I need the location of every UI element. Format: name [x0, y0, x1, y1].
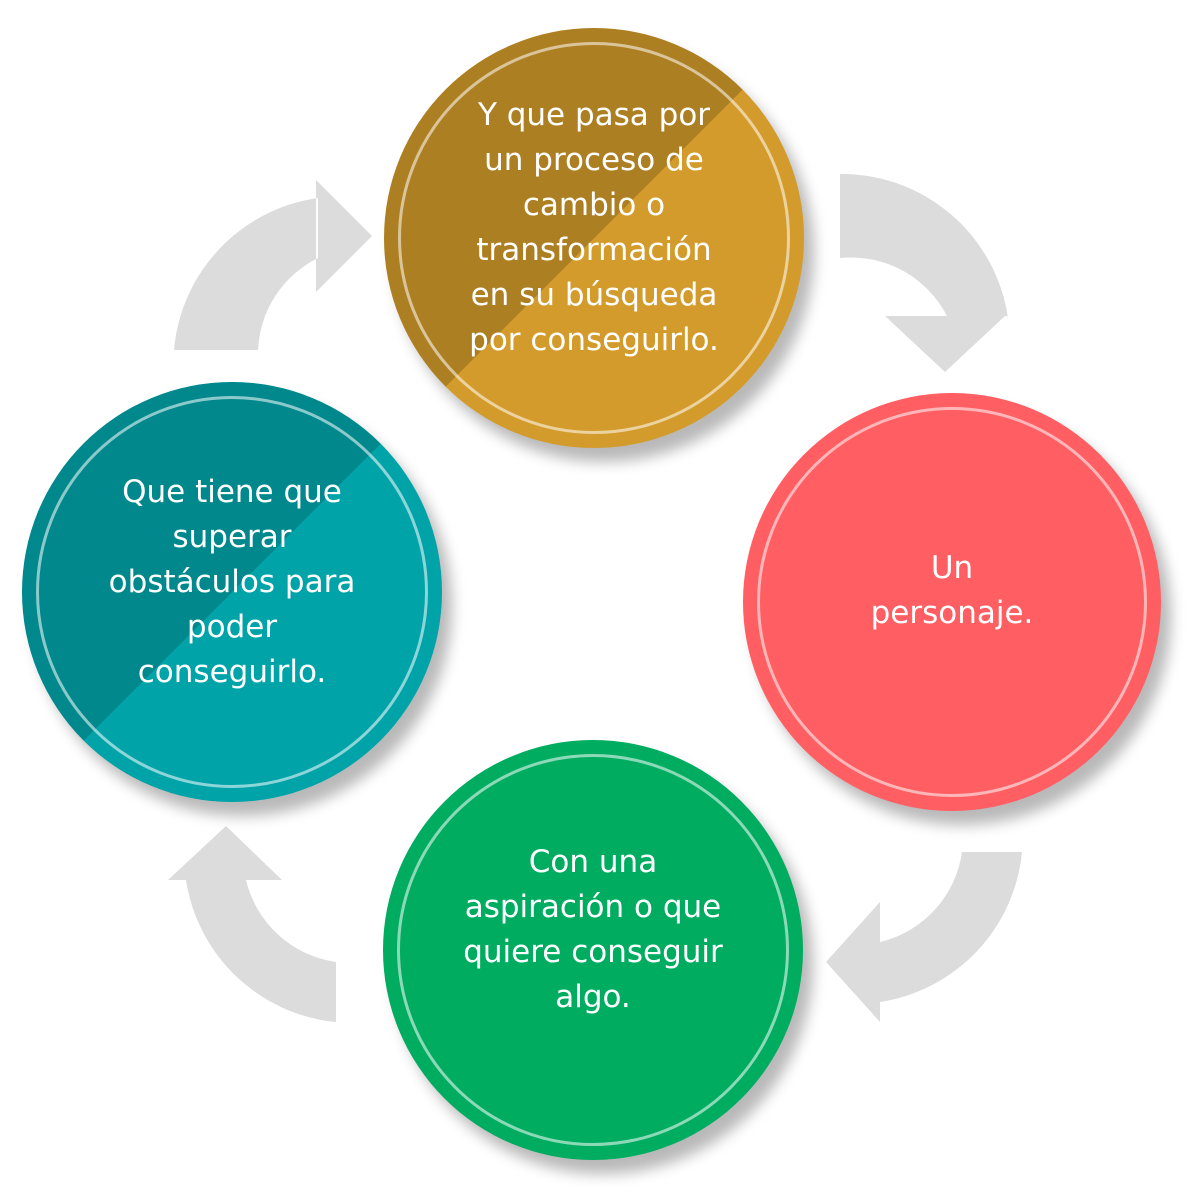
- curved-arrow-icon: [826, 852, 1022, 1022]
- arrow-right-to-bottom: [826, 852, 1022, 1022]
- circle-ring: [36, 396, 428, 788]
- arrow-bottom-to-left: [168, 826, 336, 1022]
- stage-label-top: Y que pasa por un proceso de cambio o tr…: [469, 97, 719, 358]
- stage-circle-top: Y que pasa por un proceso de cambio o tr…: [384, 28, 804, 448]
- stage-label-bottom: Con una aspiración o que quiere consegui…: [463, 844, 723, 1015]
- stage-circle-right: Un personaje.: [743, 393, 1161, 811]
- arrow-top-to-right: [840, 173, 1008, 372]
- circle-ring: [757, 407, 1147, 797]
- curved-arrow-icon: [840, 173, 1008, 372]
- stage-label-left: Que tiene que superar obstáculos para po…: [108, 473, 356, 690]
- stage-label-right: Un personaje.: [870, 550, 1034, 631]
- curved-arrow-icon: [168, 826, 336, 1022]
- curved-arrow-icon: [174, 180, 372, 350]
- stage-circle-bottom: Con una aspiración o que quiere consegui…: [383, 740, 803, 1160]
- circle-ring: [397, 754, 789, 1146]
- arrow-left-to-top: [174, 180, 372, 350]
- circle-ring: [398, 42, 790, 434]
- stage-circle-left: Que tiene que superar obstáculos para po…: [22, 382, 442, 802]
